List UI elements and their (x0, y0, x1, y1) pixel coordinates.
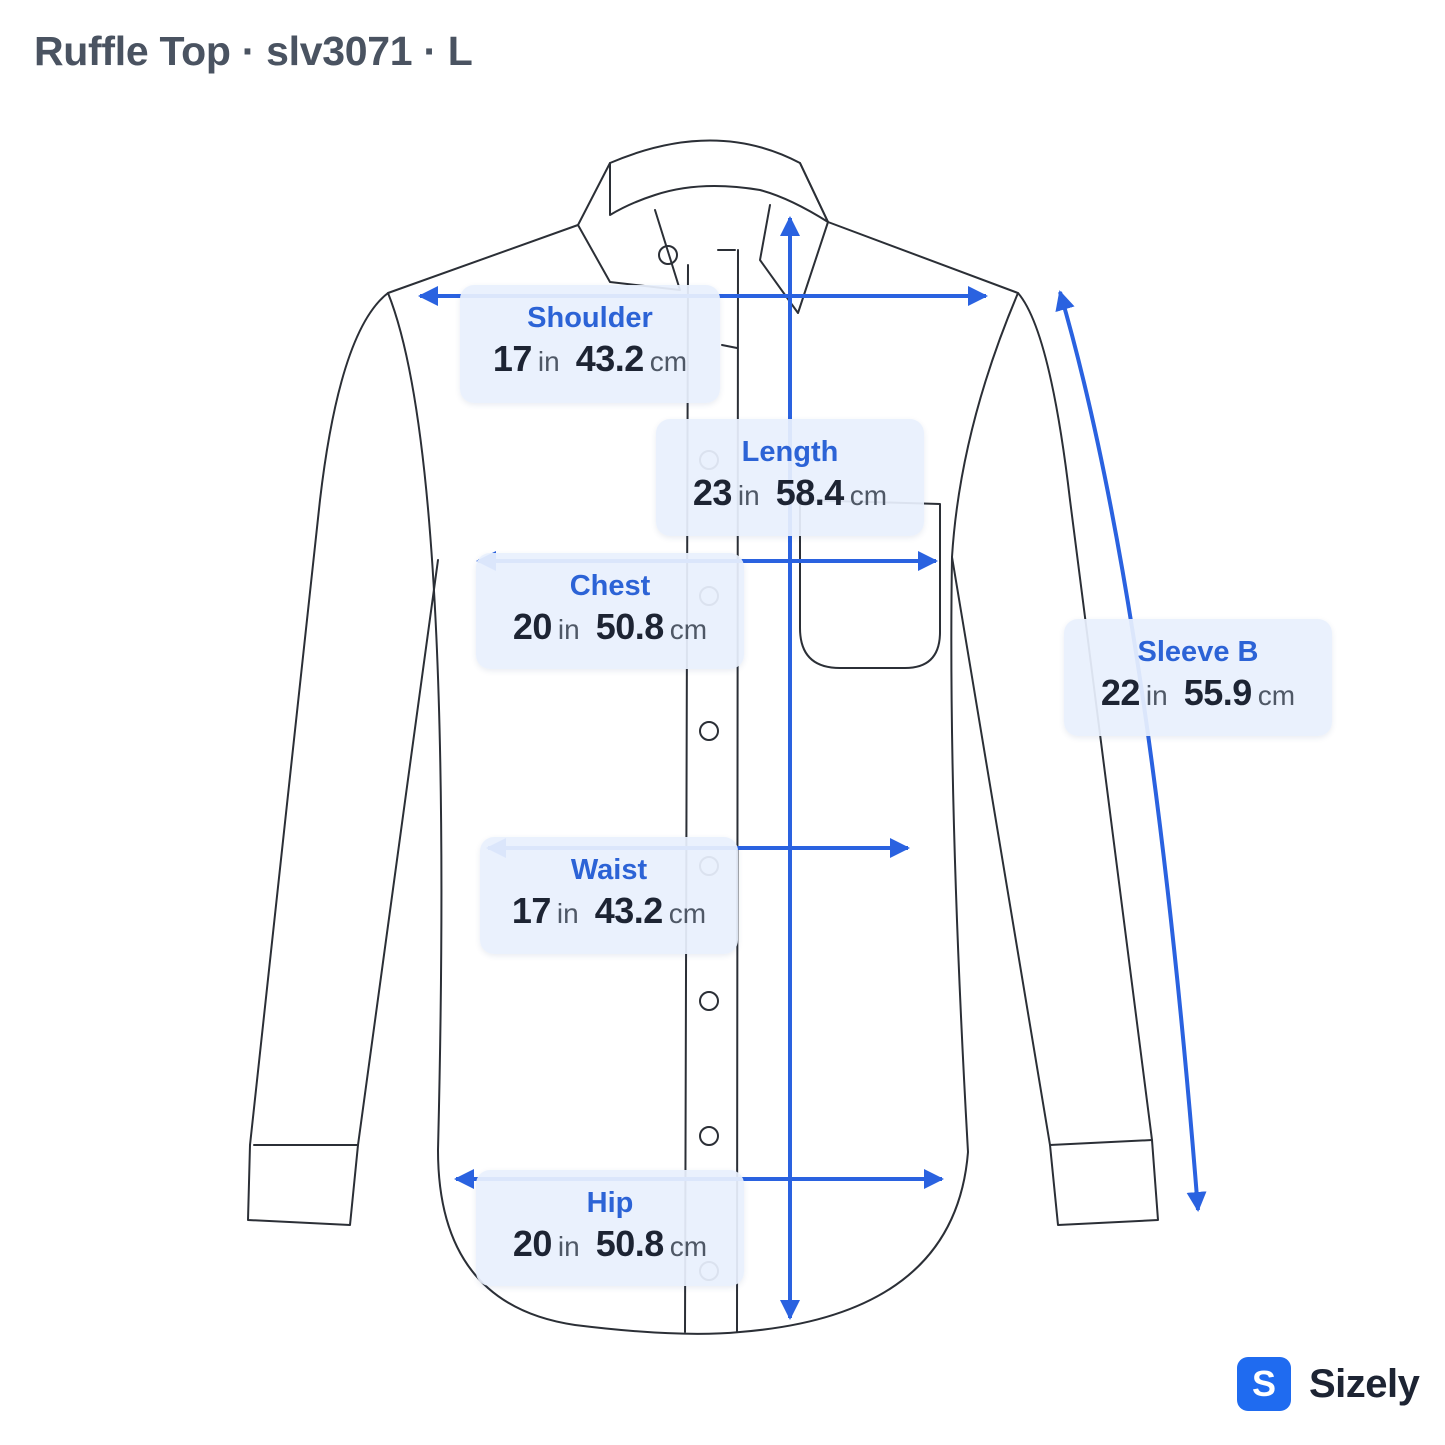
unit-cm: cm (649, 346, 688, 377)
unit-cm: cm (669, 614, 708, 645)
measurement-name: Length (741, 436, 839, 468)
unit-inches: in (1145, 680, 1168, 711)
measurement-name: Sleeve B (1137, 636, 1259, 668)
measurement-name: Hip (586, 1187, 634, 1219)
measurement-cm: 43.2 (575, 338, 645, 379)
unit-cm: cm (669, 1231, 708, 1262)
collar-right-point (759, 162, 829, 314)
button (699, 721, 719, 741)
left-sleeve (247, 292, 439, 1226)
unit-cm: cm (668, 898, 707, 929)
unit-inches: in (537, 346, 560, 377)
measurement-cm: 55.9 (1183, 672, 1253, 713)
collar-left-point (577, 162, 681, 291)
brand-logo-icon: S (1237, 1357, 1291, 1411)
unit-cm: cm (849, 480, 888, 511)
page-title: Ruffle Top · slv3071 · L (34, 28, 473, 74)
shirt-body (387, 221, 1019, 1335)
sleeve-b-arrow (1055, 290, 1207, 1212)
right-sleeve (951, 292, 1159, 1226)
measurement-inches: 17 (492, 338, 533, 379)
measurement-cm: 58.4 (775, 472, 845, 513)
measurement-inches: 23 (692, 472, 733, 513)
measurement-inches: 20 (512, 1223, 553, 1264)
unit-inches: in (557, 1231, 580, 1262)
brand: S Sizely (1237, 1357, 1420, 1411)
placket-mark (721, 344, 738, 349)
right-cuff-seam (1049, 1139, 1153, 1146)
collar (609, 139, 829, 223)
unit-cm: cm (1257, 680, 1296, 711)
brand-name: Sizely (1309, 1361, 1420, 1406)
measurement-cm: 50.8 (595, 1223, 665, 1264)
measurement-name: Shoulder (527, 302, 653, 334)
unit-inches: in (556, 898, 579, 929)
measurement-name: Waist (570, 854, 648, 886)
chest-pocket (799, 499, 941, 669)
measurement-name: Chest (569, 570, 651, 602)
unit-inches: in (557, 614, 580, 645)
button (699, 991, 719, 1011)
measurement-cm: 43.2 (594, 890, 664, 931)
placket-right-edge (736, 249, 739, 1333)
button (658, 245, 678, 265)
measurement-inches: 20 (512, 606, 553, 647)
unit-inches: in (737, 480, 760, 511)
button (699, 1126, 719, 1146)
measurement-inches: 22 (1100, 672, 1141, 713)
measurement-inches: 17 (511, 890, 552, 931)
measurement-cm: 50.8 (595, 606, 665, 647)
